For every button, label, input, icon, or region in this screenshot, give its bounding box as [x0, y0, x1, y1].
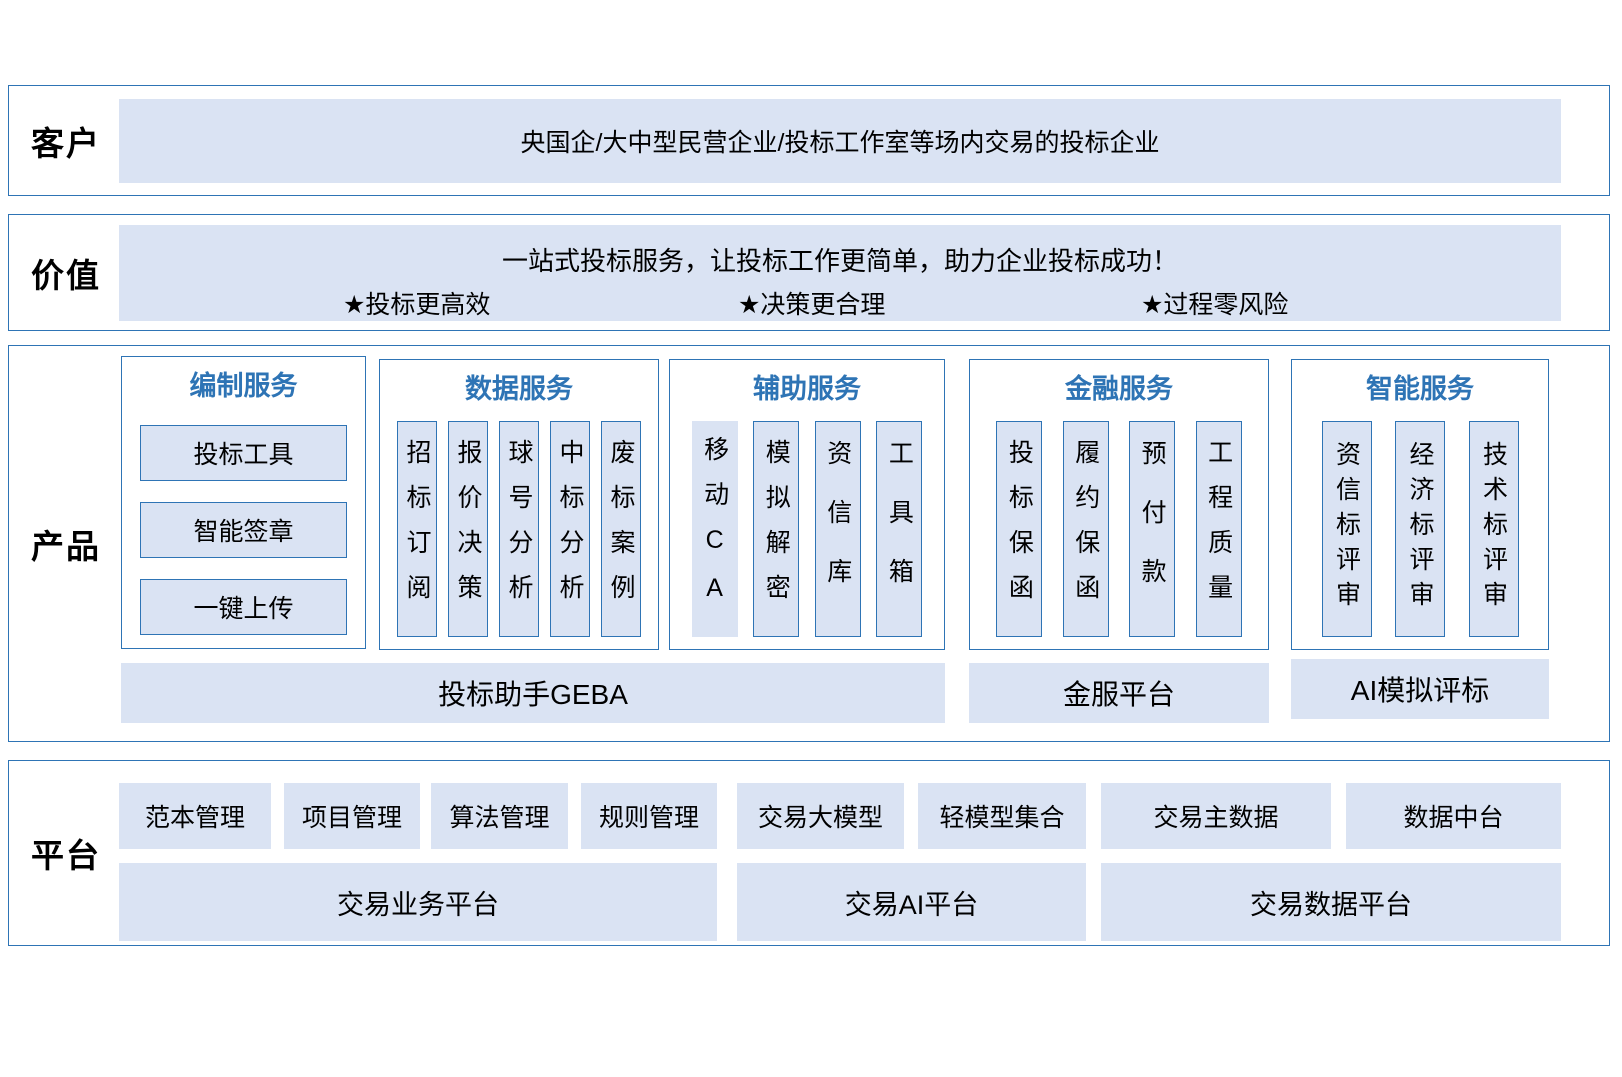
financial-items: 投标保函 履约保函 预付款 工程质量 — [970, 408, 1268, 649]
product-item-economic-bid-review: 经济标评审 — [1395, 420, 1445, 637]
ai-mock-evaluation-bar: AI模拟评标 — [1291, 659, 1549, 719]
product-item-mock-decryption: 模拟解密 — [753, 420, 800, 637]
group-compilation-service: 编制服务 投标工具 智能签章 一键上传 — [121, 356, 366, 649]
platform-section-label: 平台 — [31, 837, 101, 874]
module-project-management: 项目管理 — [284, 783, 420, 849]
product-item-mobile-ca: 移动CA — [691, 420, 738, 637]
product-item-bid-tool: 投标工具 — [140, 425, 347, 481]
value-headline: 一站式投标服务，让投标工作更简单，助力企业投标成功！ — [501, 246, 1178, 276]
module-trading-large-model: 交易大模型 — [737, 783, 904, 849]
group-auxiliary-service: 辅助服务 移动CA 模拟解密 资信库 工具箱 — [669, 359, 945, 650]
module-trading-master-data: 交易主数据 — [1101, 783, 1331, 849]
group-financial-service: 金融服务 投标保函 履约保函 预付款 工程质量 — [969, 359, 1269, 650]
product-item-tender-subscription: 招标订阅 — [397, 420, 437, 637]
product-item-project-quality: 工程质量 — [1195, 420, 1242, 637]
product-section-label: 产品 — [31, 527, 101, 565]
data-items: 招标订阅 报价决策 球号分析 中标分析 废标案例 — [380, 408, 658, 649]
product-item-credit-bid-review: 资信标评审 — [1321, 420, 1372, 637]
module-template-management: 范本管理 — [119, 783, 271, 849]
value-point-decision: ★决策更合理 — [738, 291, 886, 319]
customer-content-bar: 央国企/大中型民营企业/投标工作室等场内交易的投标企业 — [119, 99, 1561, 183]
customer-content-text: 央国企/大中型民营企业/投标工作室等场内交易的投标企业 — [520, 129, 1160, 157]
product-item-rejected-bid-cases: 废标案例 — [601, 420, 641, 637]
financial-platform-bar: 金服平台 — [969, 663, 1269, 723]
group-intelligent-service: 智能服务 资信标评审 经济标评审 技术标评审 — [1291, 359, 1549, 650]
product-item-technical-bid-review: 技术标评审 — [1468, 420, 1519, 637]
customer-section-label: 客户 — [31, 124, 101, 162]
auxiliary-items: 移动CA 模拟解密 资信库 工具箱 — [670, 408, 944, 649]
group-intelligent-title: 智能服务 — [1366, 374, 1474, 404]
product-item-smart-signature: 智能签章 — [140, 502, 347, 558]
group-data-title: 数据服务 — [465, 374, 573, 404]
customer-section: 客户 央国企/大中型民营企业/投标工作室等场内交易的投标企业 — [8, 85, 1610, 196]
intelligent-items: 资信标评审 经济标评审 技术标评审 — [1292, 408, 1548, 649]
group-data-service: 数据服务 招标订阅 报价决策 球号分析 中标分析 废标案例 — [379, 359, 659, 650]
value-section: 价值 一站式投标服务，让投标工作更简单，助力企业投标成功！ ★投标更高效 ★决策… — [8, 214, 1610, 331]
product-item-number-analysis: 球号分析 — [499, 420, 539, 637]
module-data-middle-platform: 数据中台 — [1346, 783, 1561, 849]
product-item-quote-decision: 报价决策 — [448, 420, 488, 637]
trading-business-platform-bar: 交易业务平台 — [119, 863, 717, 941]
platform-section: 平台 范本管理 项目管理 算法管理 规则管理 交易大模型 轻模型集合 交易主数据… — [8, 760, 1610, 946]
product-item-toolbox: 工具箱 — [876, 420, 923, 637]
product-item-win-analysis: 中标分析 — [550, 420, 590, 637]
product-item-bid-guarantee: 投标保函 — [996, 420, 1043, 637]
module-rule-management: 规则管理 — [581, 783, 717, 849]
product-section: 产品 编制服务 投标工具 智能签章 一键上传 数据服务 招标订阅 报价决策 球号… — [8, 345, 1610, 742]
group-compilation-title: 编制服务 — [189, 371, 298, 401]
product-item-one-click-upload: 一键上传 — [140, 579, 347, 635]
product-item-credit-library: 资信库 — [814, 420, 861, 637]
module-light-model-collection: 轻模型集合 — [918, 783, 1086, 849]
trading-data-platform-bar: 交易数据平台 — [1101, 863, 1561, 941]
value-section-label: 价值 — [31, 256, 101, 294]
product-item-advance-payment: 预付款 — [1129, 420, 1176, 637]
value-content-bar: 一站式投标服务，让投标工作更简单，助力企业投标成功！ ★投标更高效 ★决策更合理… — [119, 225, 1561, 321]
group-financial-title: 金融服务 — [1065, 374, 1173, 404]
module-algorithm-management: 算法管理 — [431, 783, 568, 849]
trading-ai-platform-bar: 交易AI平台 — [737, 863, 1086, 941]
geba-assistant-bar: 投标助手GEBA — [121, 663, 945, 723]
value-point-risk: ★过程零风险 — [1141, 291, 1289, 319]
group-auxiliary-title: 辅助服务 — [753, 374, 861, 404]
product-item-performance-guarantee: 履约保函 — [1062, 420, 1109, 637]
compilation-items: 投标工具 智能签章 一键上传 — [140, 425, 347, 635]
value-point-efficiency: ★投标更高效 — [343, 291, 491, 319]
